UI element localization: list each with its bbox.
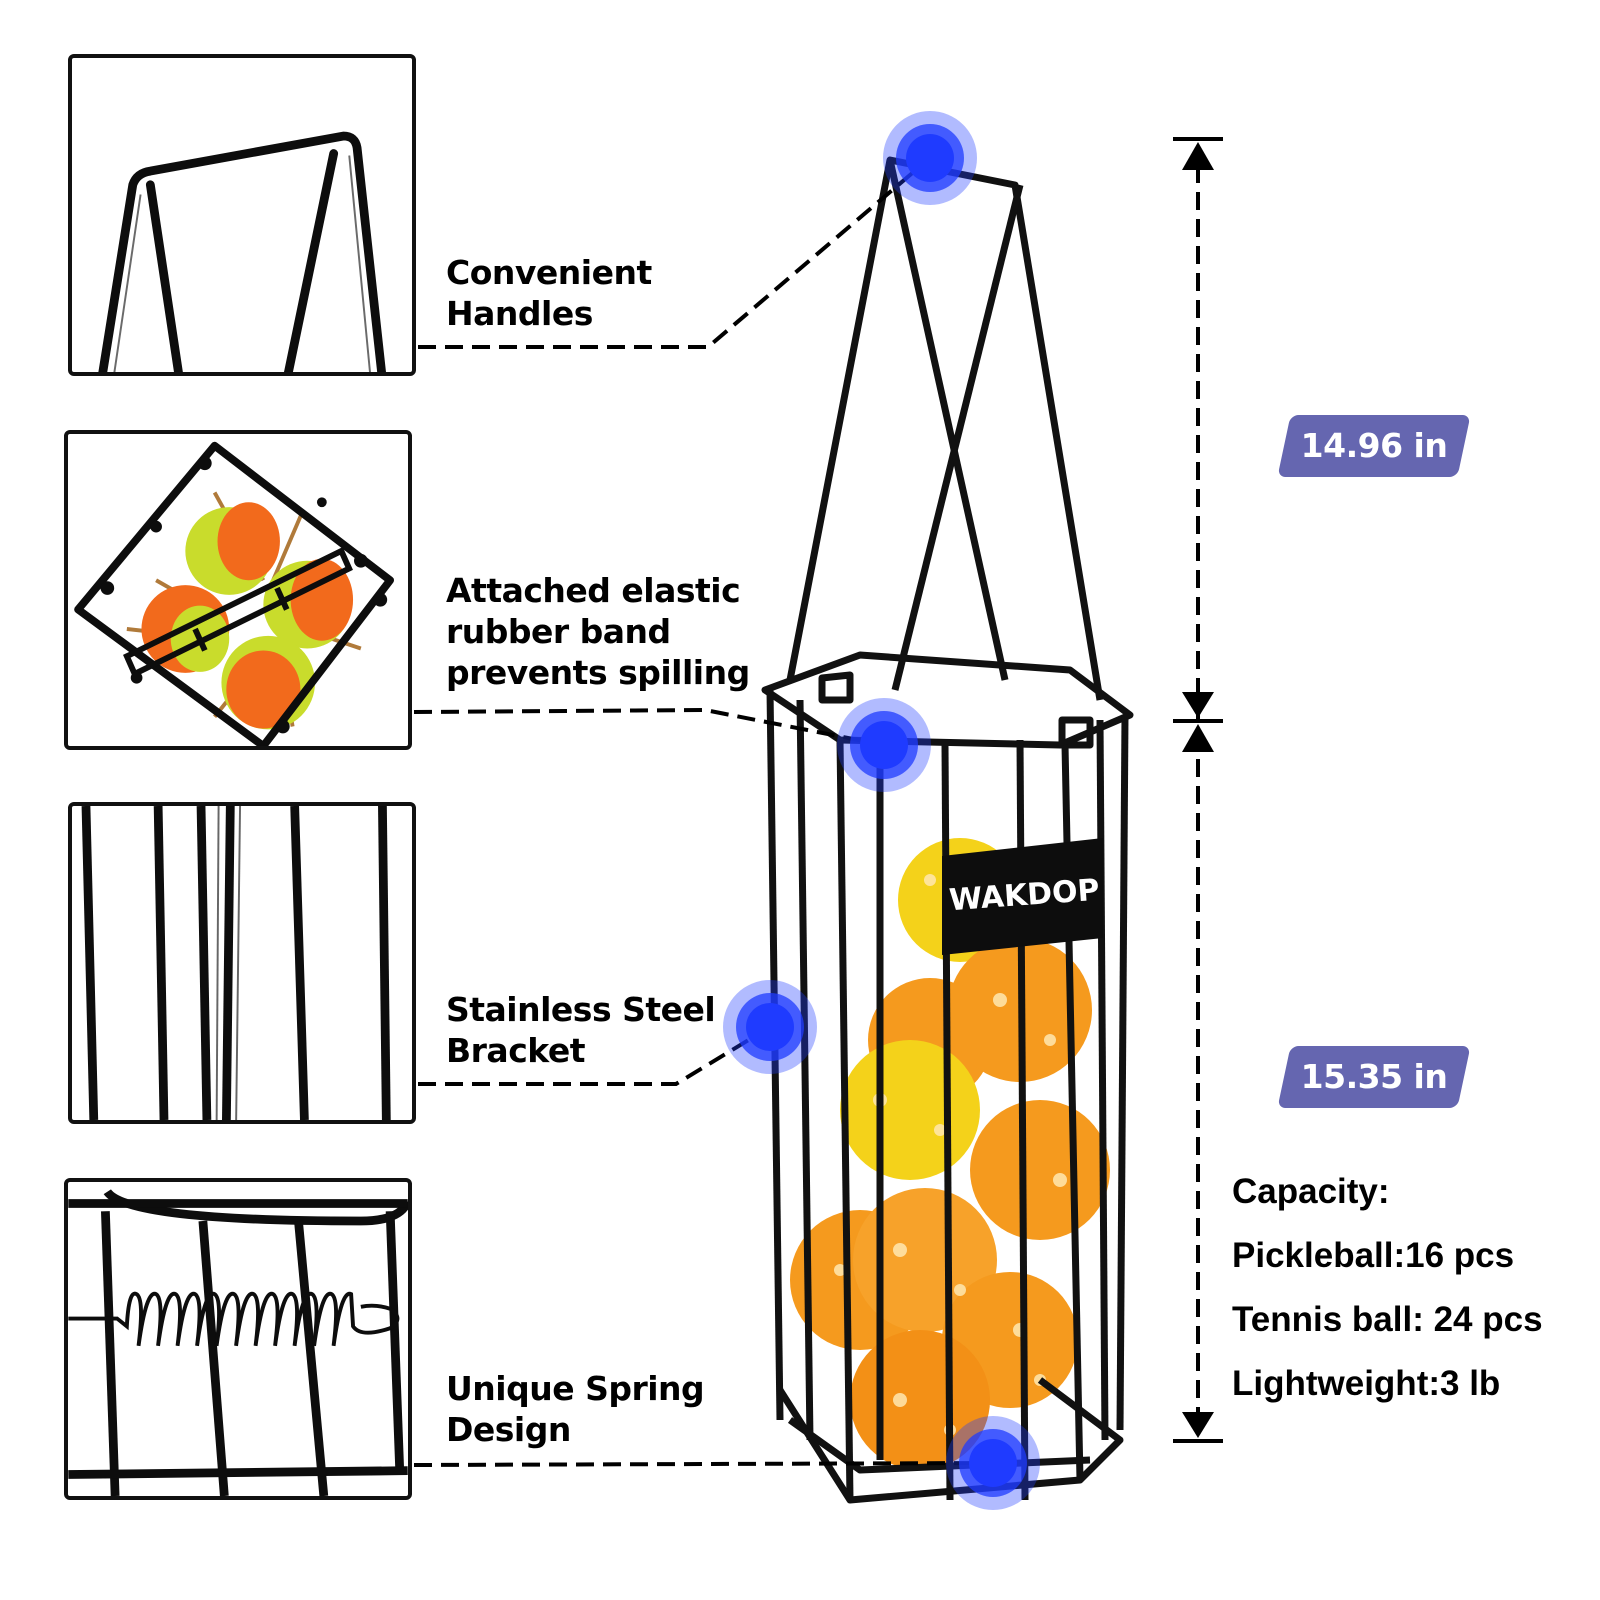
spring-closeup-image [68,1188,408,1496]
spec-weight: Lightweight:3 lb [1232,1364,1501,1403]
detail-panel-elastic-band [64,430,412,750]
leader-line-steel-bracket [418,1025,772,1086]
feature-label-line: Handles [446,294,593,333]
feature-label-line: Design [446,1410,571,1449]
arrow-up-icon [1182,724,1214,752]
feature-label-line: Convenient [446,253,652,292]
leader-line-elastic-band [413,707,885,747]
spec-tennis-ball-capacity: Tennis ball: 24 pcs [1232,1300,1543,1339]
feature-label-line: Bracket [446,1031,585,1070]
pickleball [840,1040,980,1180]
detail-panel-spring [64,1178,412,1500]
basket-handles [786,156,1104,701]
leader-lines [413,156,994,1467]
hotspots [723,111,1040,1510]
arrow-down-icon [1182,1412,1214,1438]
feature-label-line: rubber band [446,612,671,651]
leader-line-spring [413,1461,994,1467]
hotspot-spring [946,1416,1040,1510]
brand-tag: WAKDOP [942,838,1103,955]
feature-label-line: Attached elastic [446,571,741,610]
spring-coil [68,1291,400,1347]
feature-label-elastic-band: Attached elastic rubber band prevents sp… [446,570,750,693]
pickleball [970,1100,1110,1240]
feature-label-line: Stainless Steel [446,990,716,1029]
hotspot-handles [883,111,977,205]
badge-text: 15.35 in [1300,1057,1448,1096]
basket-bars [766,689,1129,1501]
feature-label-handles: Convenient Handles [446,252,652,334]
spec-capacity-label: Capacity: [1232,1172,1390,1211]
feature-label-line: prevents spilling [446,653,750,692]
tennis-balls [141,502,354,730]
leader-line-handles [418,156,932,349]
hotspot-elastic-band [837,698,931,792]
steel-bracket-closeup-image [81,806,391,1120]
dimension-line [1173,137,1223,1443]
dimension-badge-basket-height: 15.35 in [1277,1046,1471,1108]
feature-label-line: Unique Spring [446,1369,705,1408]
badge-text: 14.96 in [1300,426,1448,465]
hotspot-steel-bracket [723,980,817,1074]
handles-closeup-image [98,131,386,372]
pickleball [850,1330,990,1470]
arrow-up-icon [1182,142,1214,170]
arrow-down-icon [1182,692,1214,718]
detail-panel-handles [68,54,416,376]
detail-panel-steel-bracket [68,802,416,1124]
dimension-badge-handle-height: 14.96 in [1277,415,1471,477]
spec-pickleball-capacity: Pickleball:16 pcs [1232,1236,1515,1275]
elastic-band-closeup-image [74,441,394,746]
feature-label-steel-bracket: Stainless Steel Bracket [446,989,716,1071]
feature-label-spring: Unique Spring Design [446,1368,705,1450]
